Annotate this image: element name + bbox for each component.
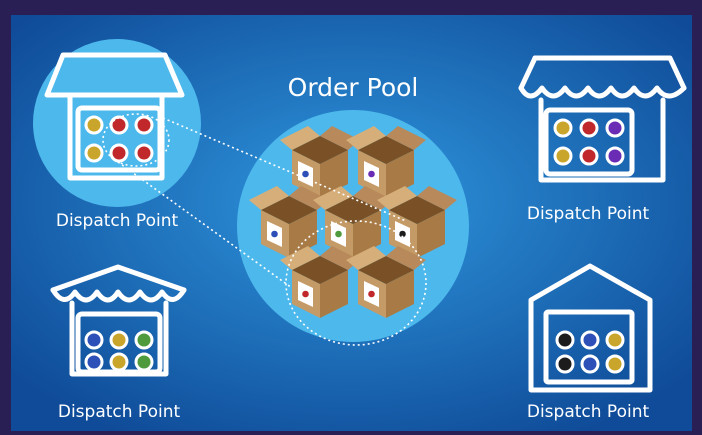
inventory-dot — [109, 330, 129, 350]
inventory-dot — [605, 118, 625, 138]
inventory-dot — [553, 118, 573, 138]
inventory-dot — [553, 146, 573, 166]
inventory-dot — [580, 330, 600, 350]
inventory-dot — [84, 352, 104, 372]
inventory-dots — [84, 330, 154, 372]
dispatch-point-top-left: Dispatch Point — [33, 39, 201, 231]
order-box — [249, 186, 329, 258]
store-scalloped-awning-icon — [518, 55, 687, 183]
order-dot — [271, 230, 278, 238]
order-box — [346, 246, 426, 318]
inventory-dots — [555, 330, 625, 374]
order-boxes — [249, 126, 457, 318]
order-boxes-highlight — [285, 220, 427, 346]
dispatch-point-label: Dispatch Point — [527, 204, 650, 224]
inventory-dot — [579, 118, 599, 138]
inventory-dot — [605, 330, 625, 350]
inventory-dot — [555, 354, 575, 374]
order-dot — [302, 170, 309, 178]
inventory-dot — [109, 143, 129, 163]
dispatch-point-bottom-right: Dispatch Point — [527, 263, 653, 422]
dispatch-dots-highlight — [102, 113, 170, 167]
order-box — [280, 126, 360, 198]
inventory-dot — [84, 330, 104, 350]
store-tent-icon — [50, 264, 187, 377]
inventory-dot — [84, 115, 104, 135]
inventory-dot — [134, 330, 154, 350]
order-box — [346, 126, 426, 198]
inventory-dot — [605, 354, 625, 374]
inventory-dot — [555, 330, 575, 350]
inventory-dot — [580, 354, 600, 374]
inventory-dot — [84, 143, 104, 163]
inventory-dot — [579, 146, 599, 166]
inventory-dot — [134, 352, 154, 372]
order-dot — [335, 230, 342, 238]
inventory-dots — [84, 115, 154, 163]
inventory-dot — [605, 146, 625, 166]
dispatch-point-label: Dispatch Point — [527, 402, 650, 422]
order-dot — [368, 170, 375, 178]
inventory-dots — [553, 118, 625, 166]
inventory-dot — [134, 143, 154, 163]
order-box — [377, 186, 457, 258]
connection-line-upper — [162, 117, 407, 222]
connection-line-lower — [117, 161, 293, 289]
order-pool-title: Order Pool — [288, 73, 419, 102]
warehouse-icon — [528, 263, 653, 393]
connection-lines — [102, 113, 427, 346]
inventory-dot — [109, 352, 129, 372]
order-box — [280, 246, 360, 318]
order-dot — [368, 290, 375, 298]
order-dot — [302, 290, 309, 298]
dispatch-point-label: Dispatch Point — [56, 211, 179, 231]
dispatch-point-top-right: Dispatch Point — [518, 55, 687, 224]
order-dot — [399, 230, 406, 238]
store-awning-icon — [44, 52, 185, 181]
inventory-dot — [109, 115, 129, 135]
inventory-dot — [134, 115, 154, 135]
dispatch-point-label: Dispatch Point — [58, 402, 181, 422]
dispatch-point-bottom-left: Dispatch Point — [50, 264, 187, 422]
